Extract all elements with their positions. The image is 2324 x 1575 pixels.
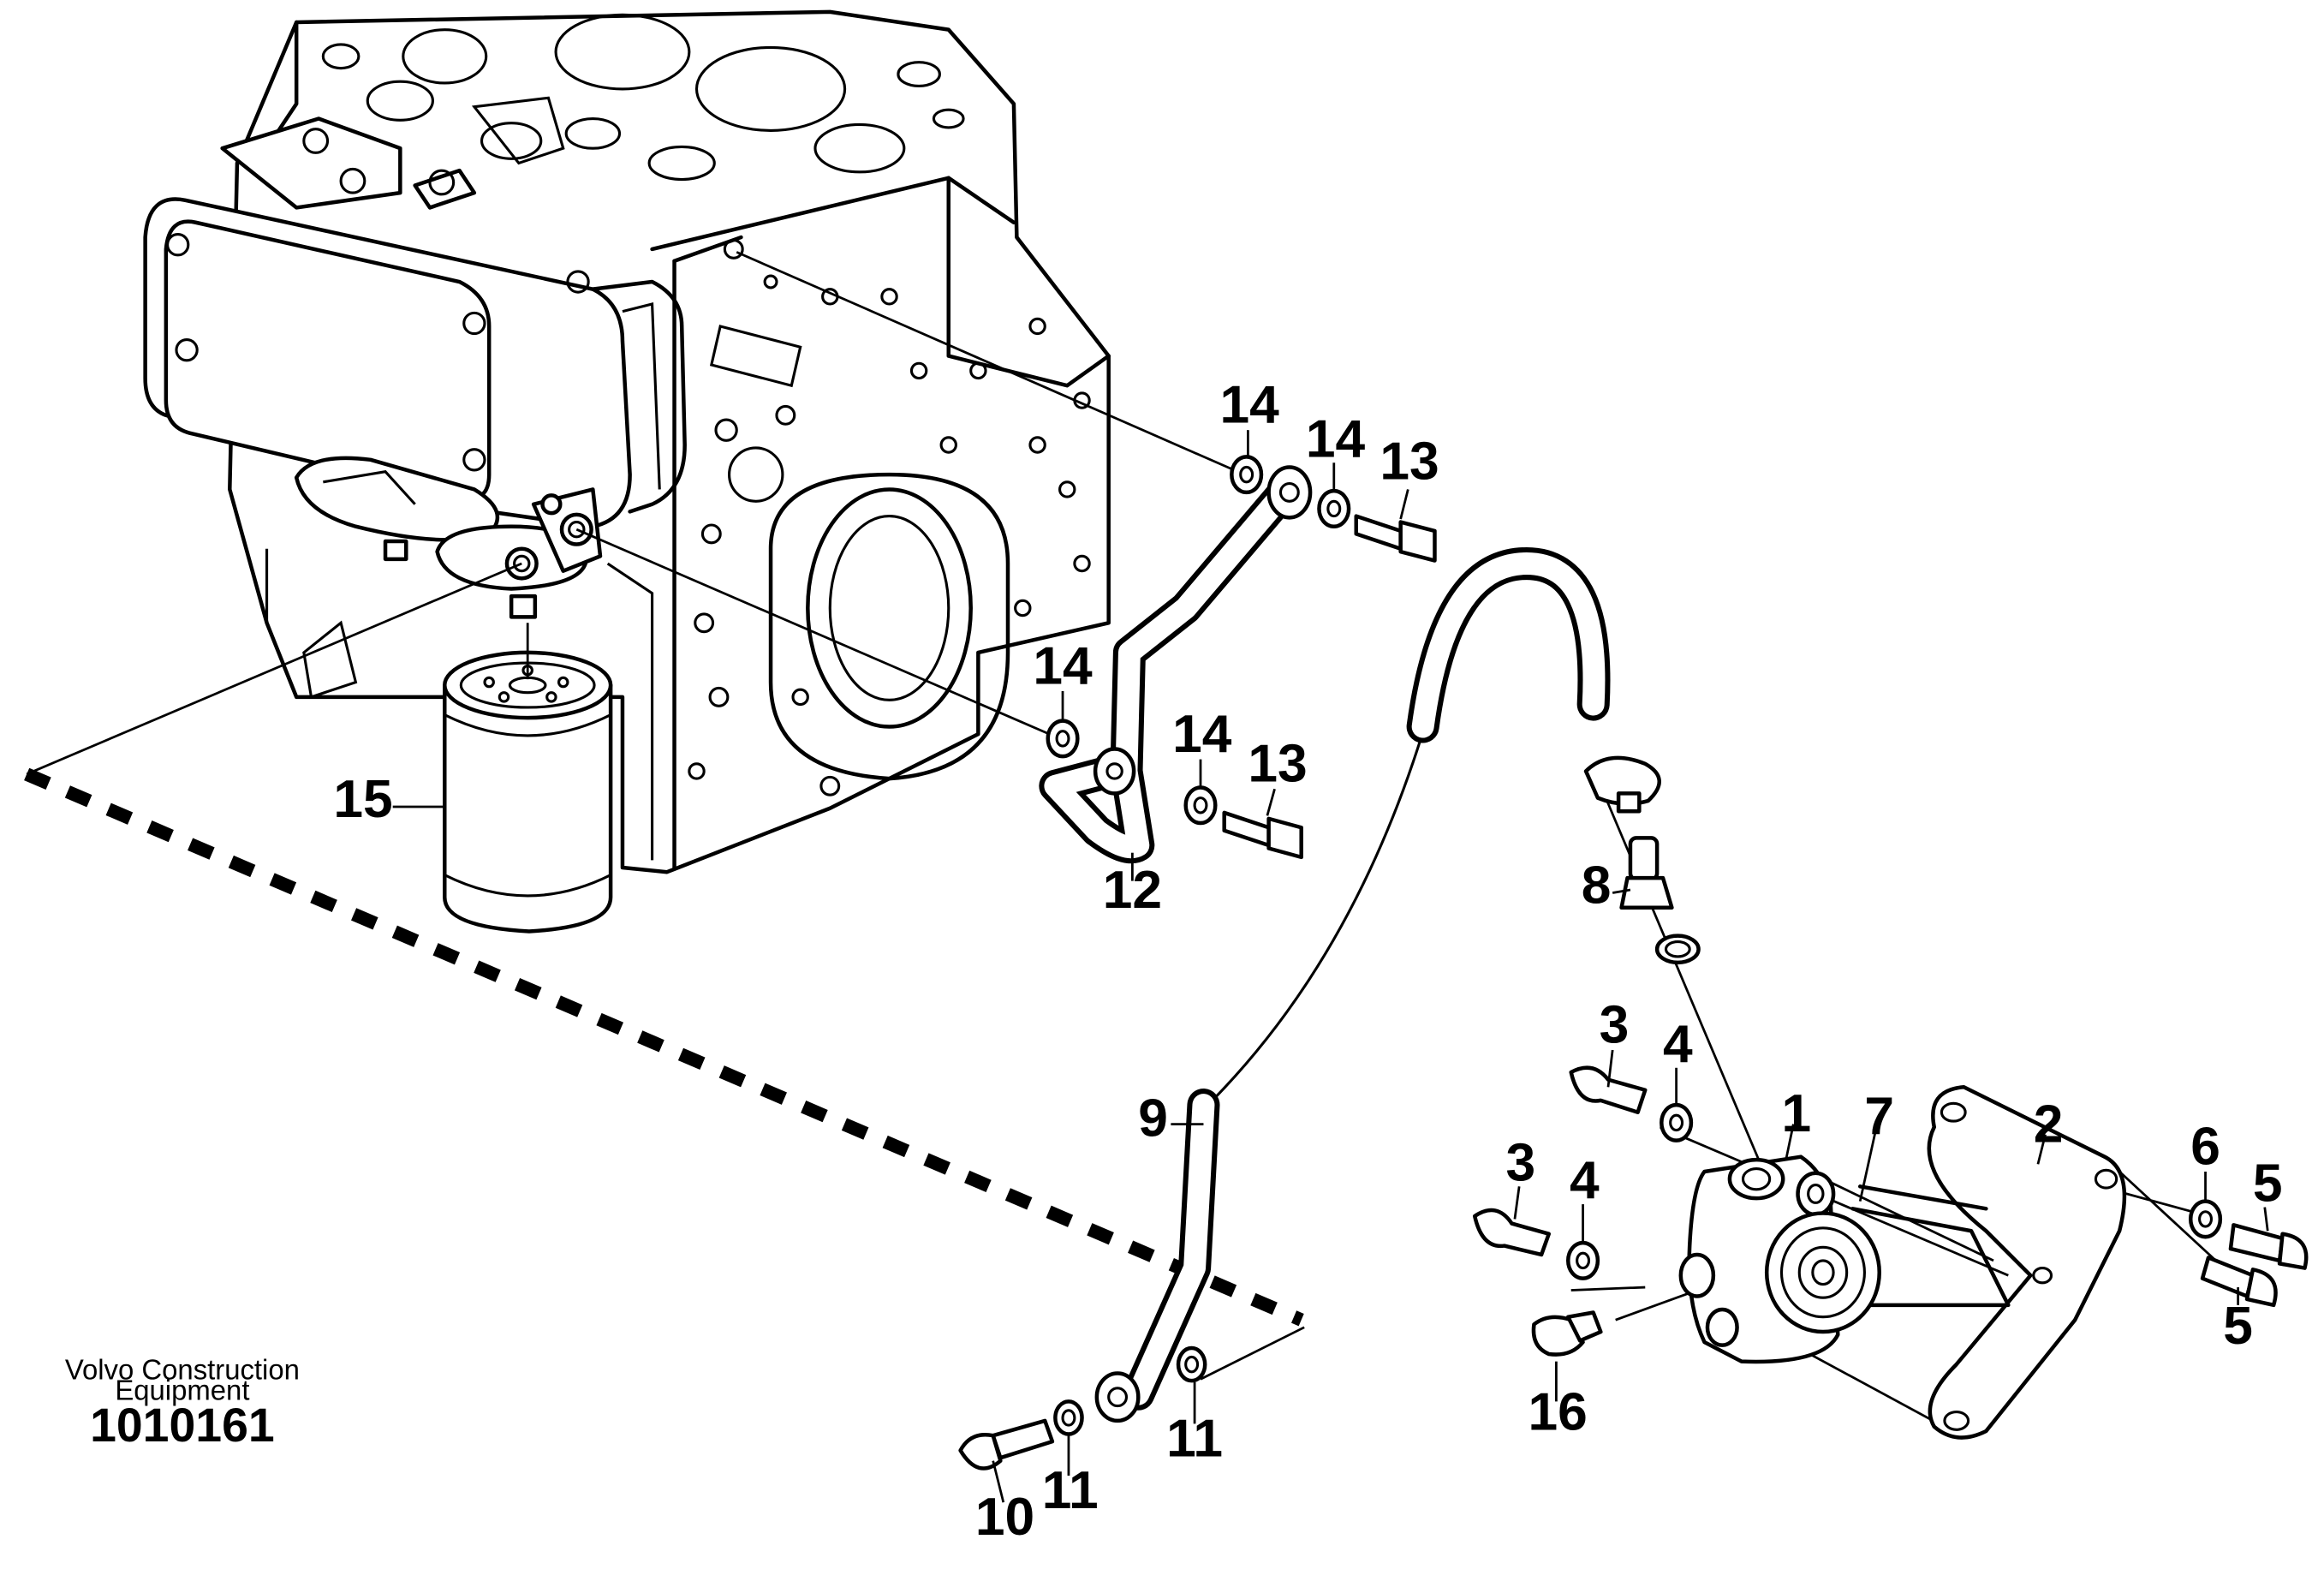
- thermostat-housing-1: [1678, 1154, 1881, 1364]
- bolt-13-a: [1354, 514, 1437, 563]
- bolt-10: [958, 1418, 1055, 1471]
- part-label-4: 4: [1663, 1015, 1693, 1074]
- washer-14-b: [1317, 488, 1351, 528]
- part-label-1: 1: [1781, 1084, 1811, 1143]
- bolt-5-b: [2200, 1256, 2278, 1308]
- washer-6: [2188, 1199, 2223, 1239]
- part-label-5: 5: [2253, 1154, 2283, 1214]
- part-label-8: 8: [1582, 856, 1612, 916]
- part-label-14: 14: [1172, 705, 1232, 764]
- part-label-14: 14: [1033, 636, 1093, 695]
- bolt-3-a: [1569, 1065, 1648, 1114]
- reference-dashed-line: [24, 767, 1304, 1327]
- part-label-16: 16: [1528, 1382, 1587, 1441]
- part-label-14: 14: [1219, 376, 1279, 435]
- bracket-2: [1927, 1085, 2127, 1440]
- washer-14-c: [1046, 719, 1080, 759]
- part-label-3: 3: [1600, 995, 1630, 1054]
- part-label-3: 3: [1506, 1133, 1536, 1192]
- part-label-11: 11: [1042, 1461, 1099, 1520]
- label-leaders: [392, 430, 2269, 1503]
- oil-filter: [443, 650, 613, 934]
- part-label-11: 11: [1166, 1409, 1223, 1468]
- part-label-13: 13: [1248, 735, 1307, 794]
- oil-hose-9: [1094, 546, 1611, 1423]
- brand-line-1: Volvo Construction: [65, 1353, 300, 1385]
- belt-7: [1836, 1184, 2011, 1308]
- part-label-10: 10: [975, 1488, 1034, 1547]
- part-label-4: 4: [1570, 1151, 1600, 1210]
- part-label-5: 5: [2223, 1297, 2253, 1356]
- figure-number: 1010161: [90, 1399, 275, 1452]
- part-label-12: 12: [1103, 861, 1162, 920]
- part-label-15: 15: [333, 770, 392, 829]
- bolt-5-a: [2228, 1223, 2309, 1270]
- part-labels: 14 14 13 14 14 13 15 12 8 3 4 1 7 2 3 4 …: [333, 376, 2282, 1548]
- oil-cooler: [143, 116, 687, 619]
- sensor-16: [1531, 1310, 1603, 1357]
- part-label-7: 7: [1864, 1088, 1894, 1147]
- washer-14-a: [1230, 455, 1264, 495]
- washer-4-b: [1566, 1240, 1600, 1280]
- part-label-6: 6: [2190, 1117, 2220, 1176]
- part-label-13: 13: [1380, 432, 1439, 491]
- bolt-13-b: [1222, 810, 1303, 860]
- part-label-2: 2: [2034, 1095, 2064, 1154]
- bolt-3-b: [1472, 1208, 1552, 1257]
- washer-14-d: [1183, 785, 1218, 826]
- engine-block: [228, 9, 1111, 874]
- brand-line-2: Equipment: [115, 1375, 249, 1406]
- brand-block: Volvo Construction Equipment 1010161: [65, 1353, 300, 1452]
- washer-11-a: [1176, 1345, 1207, 1383]
- hose-clamp: [1583, 755, 1661, 814]
- part-label-14: 14: [1306, 409, 1366, 468]
- assembly-lines: [26, 251, 2217, 1425]
- oil-pipe-12: [1039, 465, 1313, 864]
- fitting-8: [1619, 836, 1701, 965]
- washer-11-b: [1053, 1399, 1084, 1436]
- washer-4-a: [1660, 1102, 1694, 1142]
- part-label-9: 9: [1138, 1089, 1168, 1148]
